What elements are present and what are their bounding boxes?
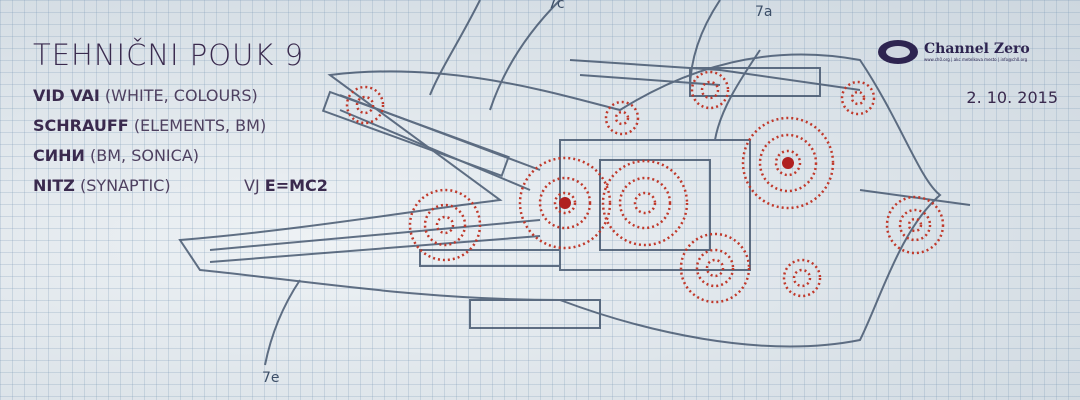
artist-name: NITZ	[33, 176, 75, 195]
artist-labels: (BM, SONICA)	[90, 146, 200, 165]
vj-credit: VJ E=MC2	[244, 176, 328, 195]
artist-name: СИНИ	[33, 146, 85, 165]
target-ring	[345, 85, 385, 125]
lineup-item: SCHRAUFF (ELEMENTS, BM)	[33, 116, 266, 135]
target-ring	[758, 133, 818, 193]
target-ring	[355, 95, 375, 115]
target-ring	[705, 258, 725, 278]
event-date: 2. 10. 2015	[966, 88, 1058, 107]
center-dots	[559, 157, 794, 209]
target-ring	[618, 176, 672, 230]
target-ring	[538, 176, 592, 230]
logo-emblem-icon	[878, 40, 918, 64]
target-ring	[840, 80, 876, 116]
target-circles	[345, 70, 945, 304]
artist-labels: (WHITE, COLOURS)	[104, 86, 258, 105]
target-ring	[885, 195, 945, 255]
logo-subtitle: www.ch0.org | akc metelkova mesto | info…	[924, 57, 1028, 62]
target-ring	[850, 90, 866, 106]
artist-labels: (ELEMENTS, BM)	[133, 116, 267, 135]
lineup-item: VID VAI (WHITE, COLOURS)	[33, 86, 258, 105]
vj-prefix: VJ	[244, 176, 260, 195]
target-ring	[741, 116, 835, 210]
target-ring	[898, 208, 932, 242]
target-ring	[601, 159, 689, 247]
target-ring	[614, 110, 630, 126]
diagram-label: 7a	[755, 4, 773, 20]
diagram-label: 7e	[262, 370, 280, 386]
event-title: TEHNIČNI POUK 9	[33, 38, 305, 72]
artist-name: SCHRAUFF	[33, 116, 129, 135]
target-ring	[907, 217, 923, 233]
target-ring	[679, 232, 751, 304]
target-ring	[604, 100, 640, 136]
target-ring	[633, 191, 657, 215]
channel-zero-logo: Channel Zero www.ch0.org | akc metelkova…	[876, 38, 1030, 66]
artist-name: VID VAI	[33, 86, 100, 105]
target-ring	[423, 203, 467, 247]
artist-labels: (SYNAPTIC)	[79, 176, 171, 195]
target-ring	[782, 258, 822, 298]
logo-text: Channel Zero www.ch0.org | akc metelkova…	[924, 40, 1030, 63]
vj-name: E=MC2	[264, 176, 328, 195]
target-ring	[700, 80, 720, 100]
lineup-item: NITZ (SYNAPTIC)	[33, 176, 171, 195]
target-ring	[518, 156, 612, 250]
target-ring	[435, 215, 455, 235]
target-ring	[690, 70, 730, 110]
diagram-label: 7c	[548, 0, 565, 12]
logo-name: Channel Zero	[924, 40, 1030, 57]
lineup-item: СИНИ (BM, SONICA)	[33, 146, 199, 165]
target-ring	[774, 149, 802, 177]
target-ring	[408, 188, 482, 262]
target-ring	[553, 191, 577, 215]
target-ring	[792, 268, 812, 288]
target-ring	[695, 248, 735, 288]
